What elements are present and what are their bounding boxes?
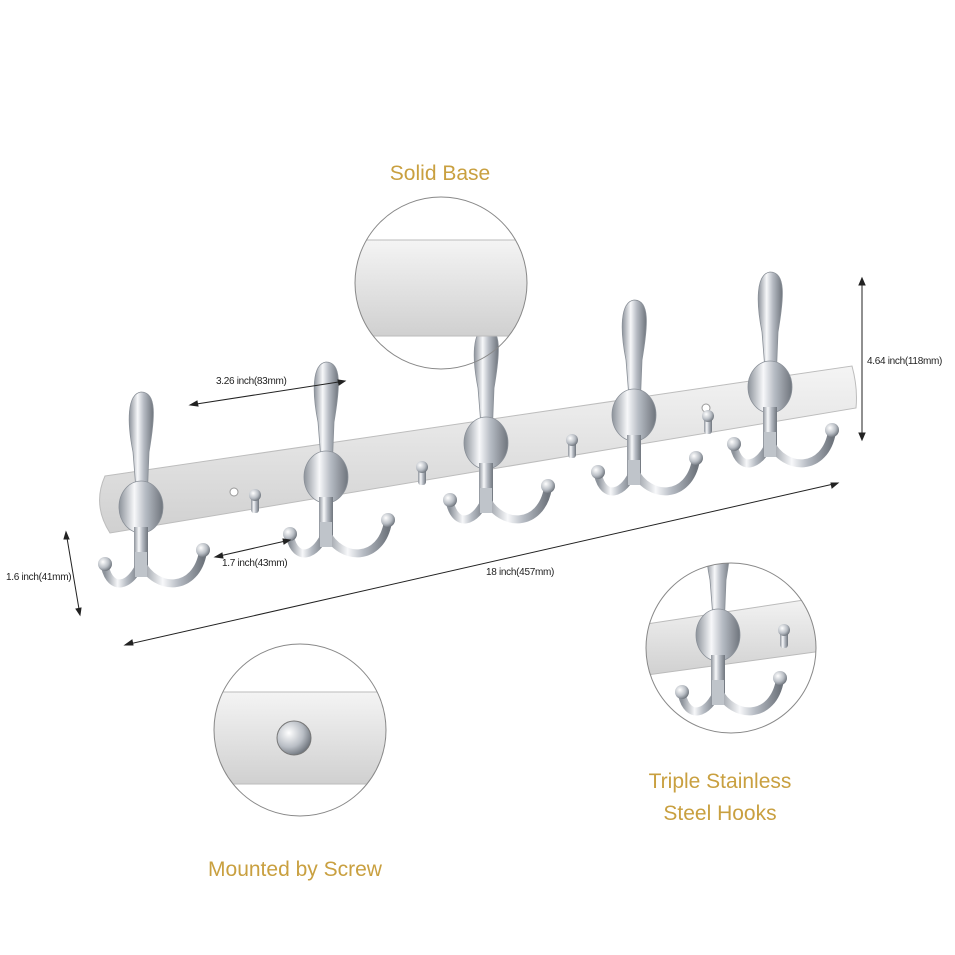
detail-circle-screw: [213, 643, 387, 817]
feature-label-mounted-by-screw: Mounted by Screw: [208, 858, 382, 881]
detail-circle-solid-base: [354, 196, 528, 370]
feature-label-line: Steel Hooks: [663, 802, 777, 825]
triple-hook: [727, 272, 839, 463]
dimension-hook-spacing: 3.26 inch(83mm): [216, 376, 287, 387]
detail-circle-hooks: [645, 562, 817, 734]
feature-label-solid-base: Solid Base: [389, 162, 491, 185]
dimension-small-hook-gap: 1.7 inch(43mm): [222, 558, 288, 569]
dimension-base-height: 1.6 inch(41mm): [6, 572, 72, 583]
feature-label-line: Triple Stainless: [648, 770, 792, 793]
dimension-total-height: 4.64 inch(118mm): [867, 356, 943, 367]
screw-hole: [229, 487, 239, 497]
dimension-total-length: 18 inch(457mm): [486, 567, 555, 578]
feature-label-triple-hooks: Triple Stainless Steel Hooks: [610, 766, 830, 830]
